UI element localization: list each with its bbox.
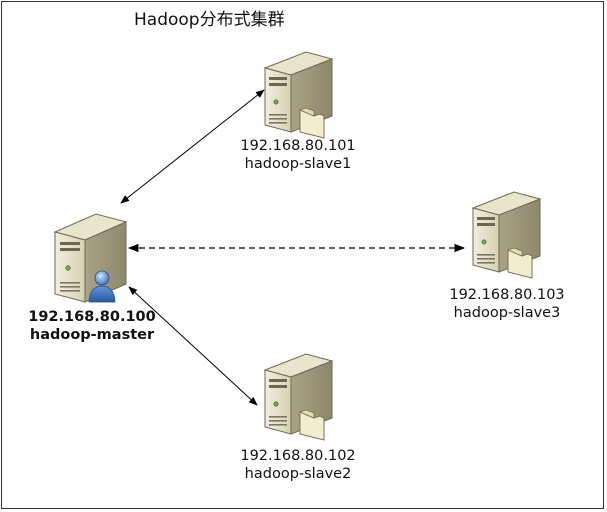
server-with-folder-icon xyxy=(471,191,542,279)
slave3-server-node[interactable] xyxy=(470,186,550,286)
slave1-server-node[interactable] xyxy=(262,46,342,146)
slave1-ip: 192.168.80.101 xyxy=(240,138,356,154)
slave2-hostname: hadoop-slave2 xyxy=(244,466,352,482)
slave2-server-node[interactable] xyxy=(262,348,342,448)
server-with-folder-icon xyxy=(263,51,334,139)
slave1-hostname: hadoop-slave1 xyxy=(244,156,352,172)
slave3-label: 192.168.80.103 hadoop-slave3 xyxy=(437,286,577,322)
slave1-label: 192.168.80.101 hadoop-slave1 xyxy=(228,137,368,173)
server-with-folder-icon xyxy=(263,353,334,441)
master-ip: 192.168.80.100 xyxy=(28,309,156,325)
master-hostname: hadoop-master xyxy=(29,327,155,343)
edge-master-slave2 xyxy=(128,286,258,406)
diagram-title: Hadoop分布式集群 xyxy=(134,10,285,30)
edge-master-slave1 xyxy=(120,89,265,204)
slave3-hostname: hadoop-slave3 xyxy=(453,305,561,321)
slave2-ip: 192.168.80.102 xyxy=(240,448,356,464)
slave2-label: 192.168.80.102 hadoop-slave2 xyxy=(228,447,368,483)
master-label: 192.168.80.100 hadoop-master xyxy=(22,308,162,344)
master-server-node[interactable] xyxy=(52,208,132,308)
server-with-user-icon xyxy=(53,213,128,303)
slave3-ip: 192.168.80.103 xyxy=(449,287,565,303)
